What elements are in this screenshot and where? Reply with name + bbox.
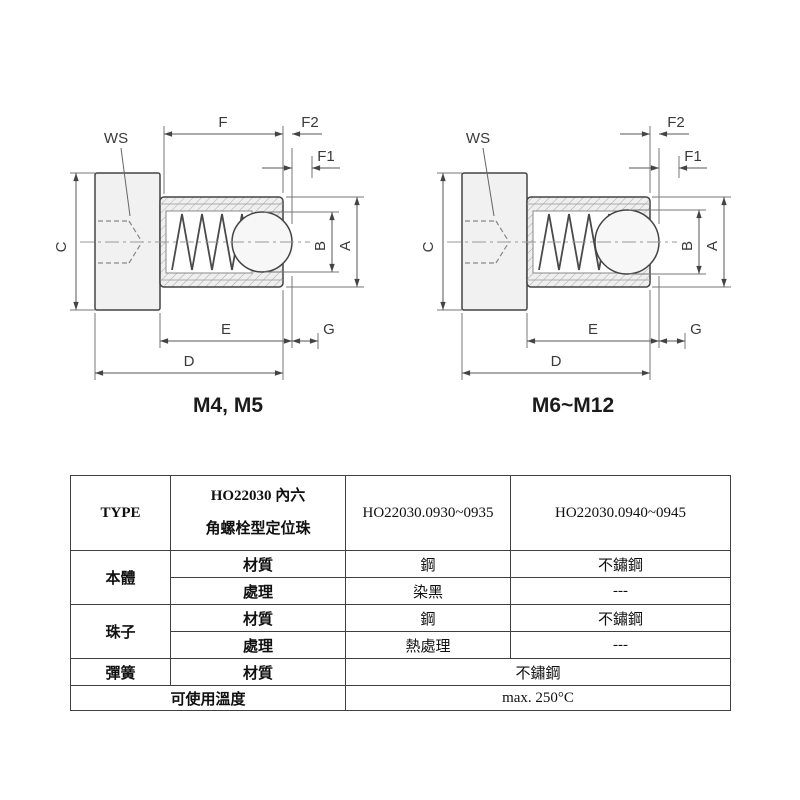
dim-label-f1: F1 [317,148,335,165]
dim-label-g: G [690,321,702,338]
temperature-row: 可使用溫度 max. 250°C [70,685,731,711]
dim-label-ws: WS [466,130,490,147]
drawing-area: WS F F2 F1 C [53,114,731,417]
dim-label-c: C [420,241,437,252]
cell-treatment-label: 處理 [170,577,346,605]
dim-d-left: D [94,290,284,380]
body-treatment-row: 處理 染黑 --- [71,577,731,605]
cell-ball-material-b: 不鏽鋼 [510,604,731,632]
dim-label-a: A [704,241,721,251]
technical-drawing-svg: WS F F2 F1 C [53,114,731,417]
cell-model-a: HO22030.0930~0935 [345,475,511,551]
dim-ws-right: WS [466,130,495,217]
spring-material-row: 彈簧 材質 不鏽鋼 [70,658,731,686]
hex-socket-hidden-lines [98,220,143,264]
dim-d-right: D [461,290,651,380]
body-material-row: 本體 材質 鋼 不鏽鋼 [70,550,731,605]
dim-label-f2: F2 [667,114,685,131]
drawing-m6-m12: WS F2 F1 C B [420,114,731,417]
ball-treatment-row: 處理 熱處理 --- [71,631,731,659]
caption-m6-m12: M6~M12 [532,394,614,417]
dim-label-g: G [323,321,335,338]
cell-body-treatment-b: --- [510,577,731,605]
cell-spring-material: 不鏽鋼 [345,658,731,686]
dim-label-a: A [337,241,354,251]
cell-material-label: 材質 [170,550,346,578]
dim-f2-right: F2 [620,114,689,224]
cell-ball-treatment-a: 熱處理 [345,631,511,659]
cell-product-name: HO22030 內六 角螺栓型定位珠 [170,475,346,551]
dim-c-right: C [420,172,462,311]
dim-label-f2: F2 [301,114,319,131]
dim-label-f: F [218,114,227,131]
cell-model-b: HO22030.0940~0945 [510,475,731,551]
ws-leader-line [482,147,495,217]
ws-leader-line [120,147,131,217]
table-header-row: TYPE HO22030 內六 角螺栓型定位珠 HO22030.0930~093… [70,475,731,551]
ball-material-row: 珠子 材質 鋼 不鏽鋼 [70,604,731,659]
spec-table: TYPE HO22030 內六 角螺栓型定位珠 HO22030.0930~093… [70,475,731,711]
dim-b-right: B [629,209,706,275]
cell-type-label: TYPE [70,475,171,551]
caption-m4-m5: M4, M5 [193,394,263,417]
dim-f2-left: F2 [291,114,322,224]
dim-label-b: B [312,241,329,251]
hex-socket-hidden-lines [465,220,510,264]
dim-label-b: B [679,241,696,251]
plunger-body-right [447,172,677,311]
dim-g-left: G [292,321,335,349]
cell-body-material-a: 鋼 [345,550,511,578]
dim-ws-left: WS [104,130,131,217]
plunger-body-left [80,172,310,311]
dim-label-e: E [588,321,598,338]
dim-label-ws: WS [104,130,128,147]
cell-material-label: 材質 [170,658,346,686]
dim-label-c: C [53,241,70,252]
cell-spring-label: 彈簧 [70,658,171,686]
dim-f1-right: F1 [629,148,707,178]
cell-temperature-value: max. 250°C [345,685,731,711]
cell-ball-label: 珠子 [70,604,171,659]
cell-ball-treatment-b: --- [510,631,731,659]
dim-a-left: A [286,196,364,288]
dim-b-left: B [264,211,339,273]
cell-treatment-label: 處理 [170,631,346,659]
dim-label-d: D [184,353,195,370]
cell-body-treatment-a: 染黑 [345,577,511,605]
dim-label-d: D [551,353,562,370]
dim-e-right: E [526,276,660,348]
cell-material-label: 材質 [170,604,346,632]
dim-c-left: C [53,172,95,311]
cell-body-label: 本體 [70,550,171,605]
dim-e-left: E [159,276,293,348]
cell-ball-material-a: 鋼 [345,604,511,632]
drawing-m4-m5: WS F F2 F1 C [53,114,364,417]
cell-body-material-b: 不鏽鋼 [510,550,731,578]
cell-temperature-label: 可使用溫度 [70,685,346,711]
dim-f-left: F [163,114,284,194]
dim-f1-left: F1 [262,148,340,178]
dim-g-right: G [659,321,702,349]
dim-label-f1: F1 [684,148,702,165]
dim-a-right: A [652,196,731,288]
dim-label-e: E [221,321,231,338]
